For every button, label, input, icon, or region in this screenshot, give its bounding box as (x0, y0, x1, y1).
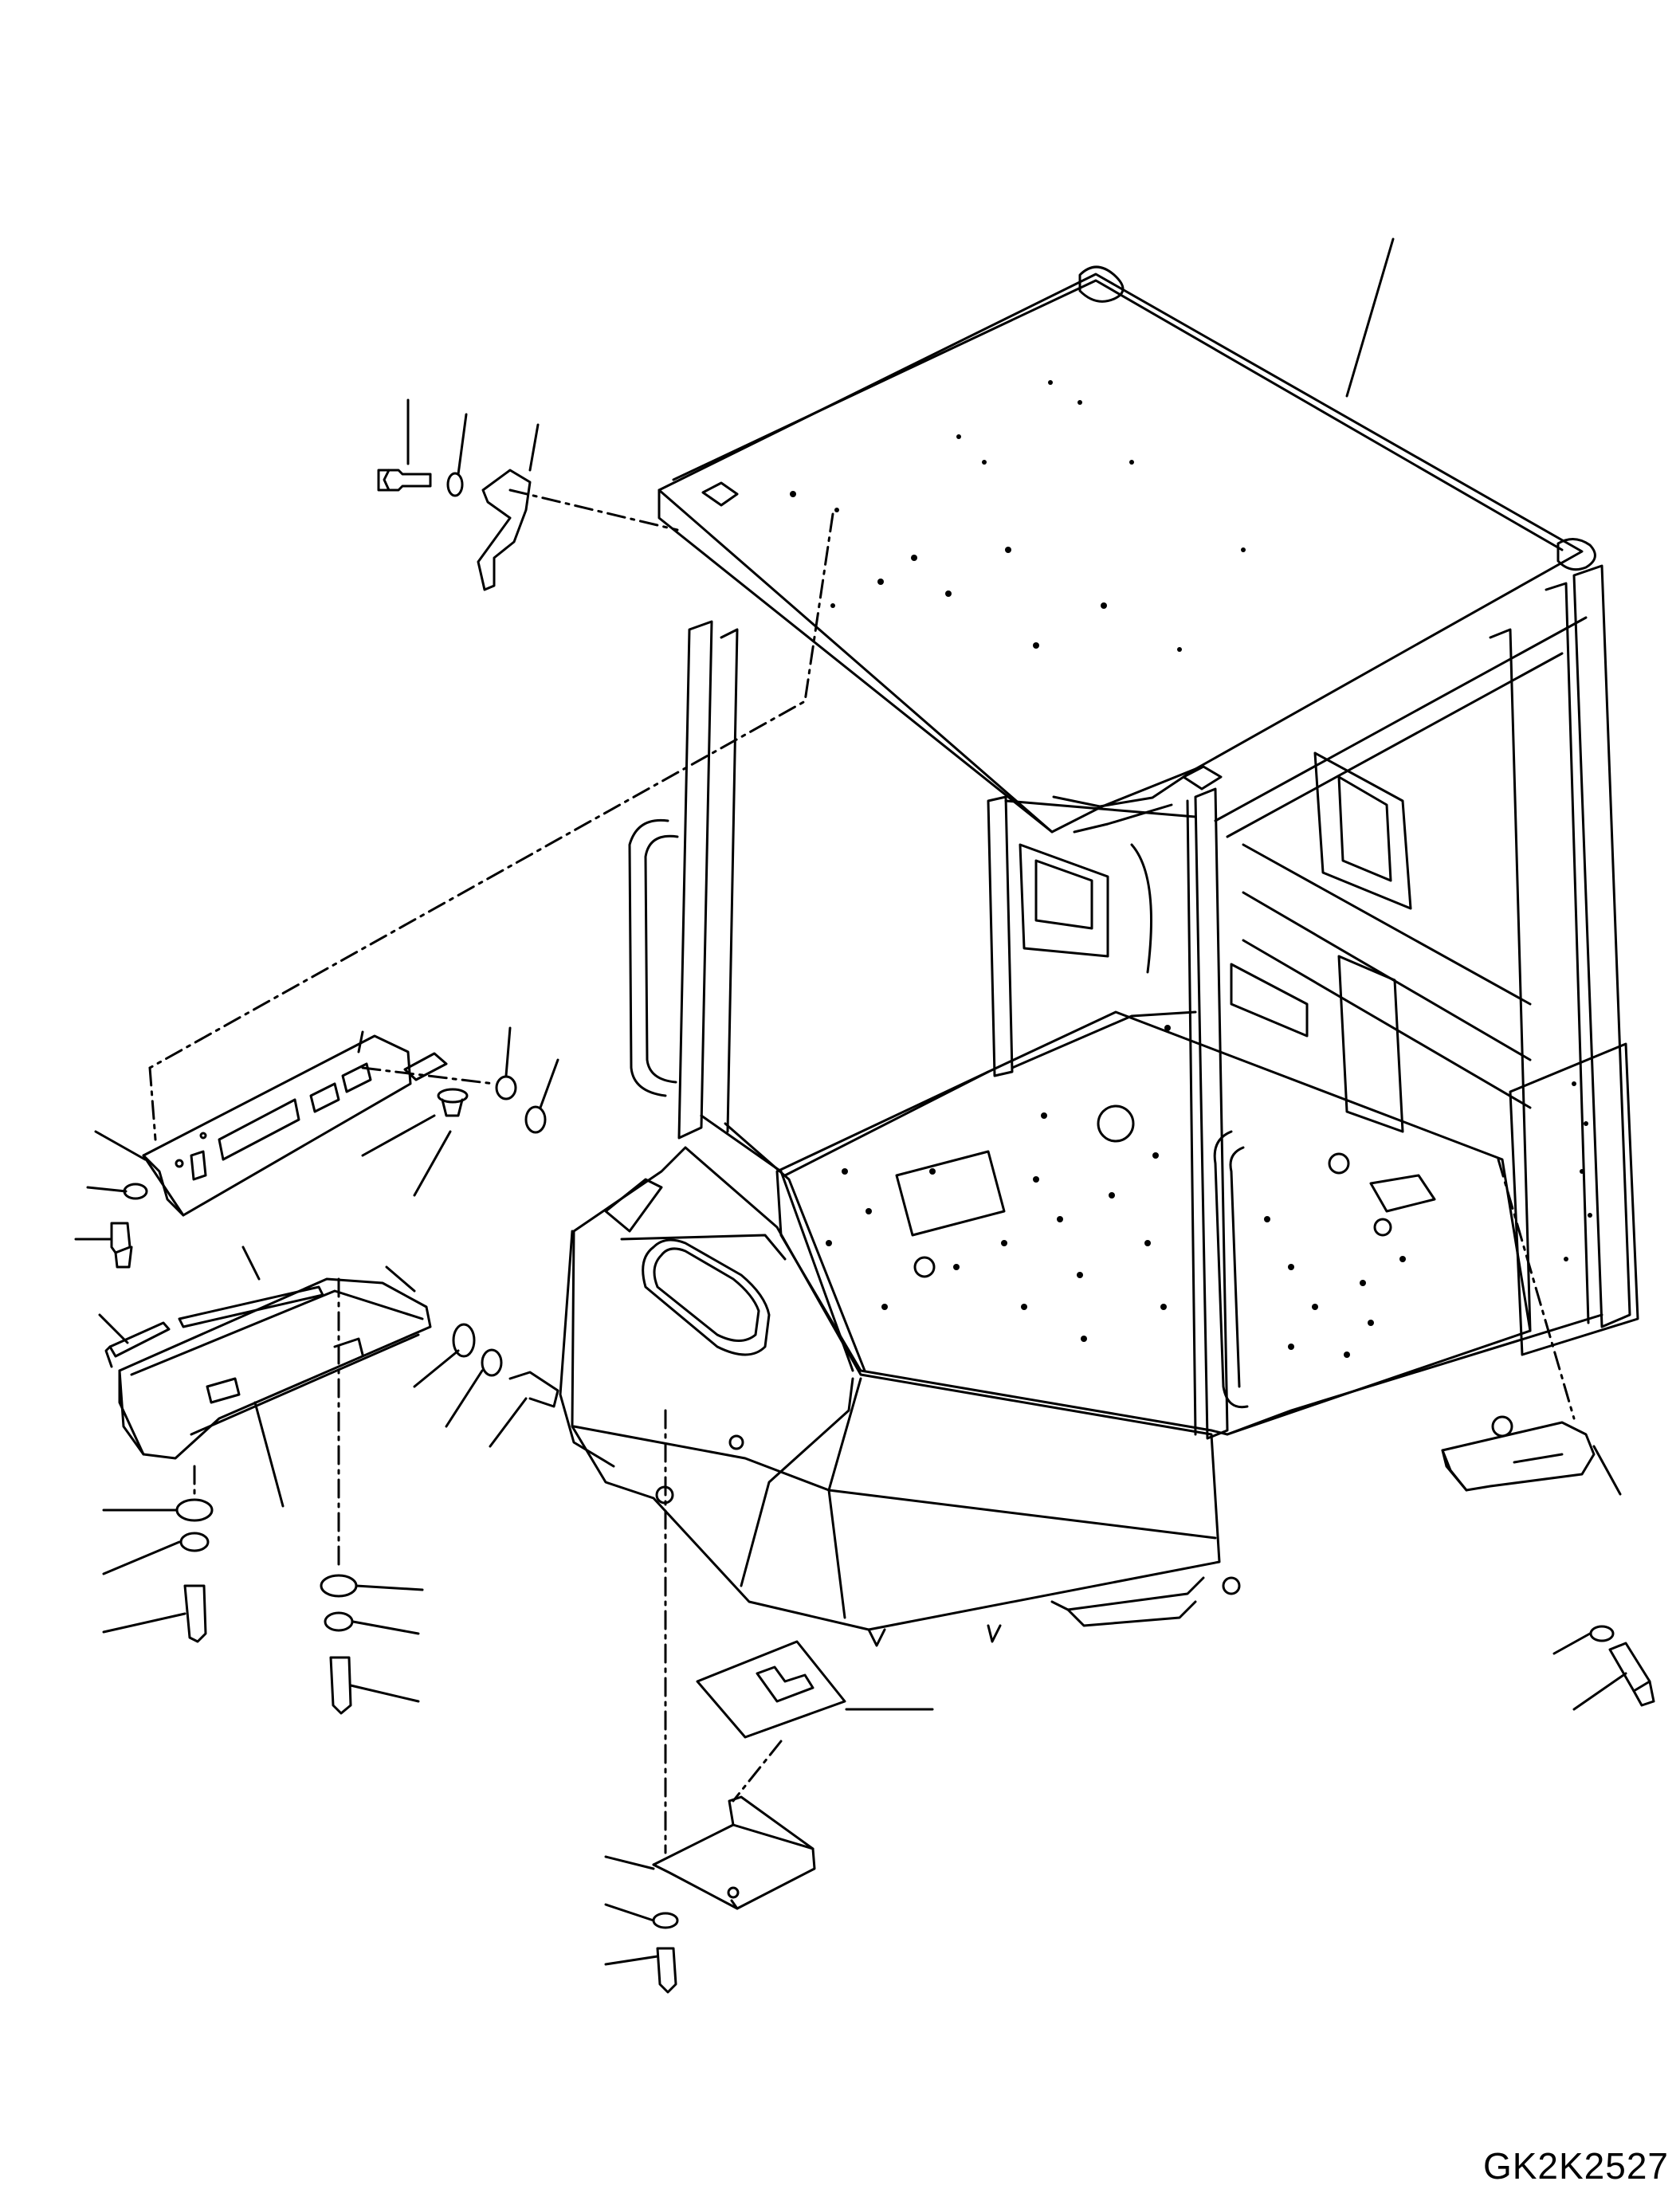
right-bracket-assembly (1441, 1158, 1655, 1711)
cab-frame (628, 564, 1639, 1440)
roof-holes (790, 380, 1246, 652)
cab-lower-shell (559, 1146, 1513, 1647)
roof-bracket-assembly (148, 237, 1395, 1069)
floor-holes (826, 1025, 1406, 1358)
console-tray-assembly (98, 1246, 559, 1715)
drawing-code: GK2K2527 (1482, 2145, 1669, 2187)
cab-roof (657, 265, 1596, 834)
bottom-plate-assembly (604, 1409, 934, 1994)
switch-panel-assembly (74, 1026, 559, 1269)
